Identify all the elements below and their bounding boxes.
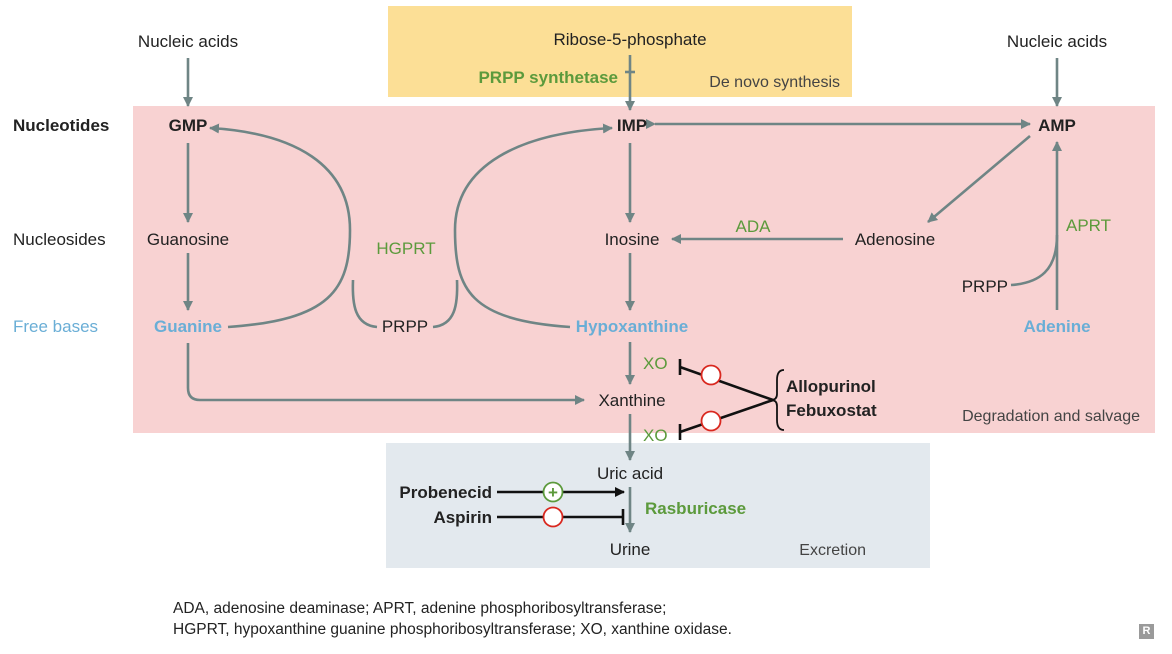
aprt-label: APRT xyxy=(1066,216,1111,235)
nucleic-acids-right-label: Nucleic acids xyxy=(1007,32,1107,51)
guanosine-label: Guanosine xyxy=(147,230,229,249)
prpp-synthetase-label: PRPP synthetase xyxy=(478,68,618,87)
arrow-prpp-into-aprt xyxy=(1010,234,1059,287)
xanthine-label: Xanthine xyxy=(598,391,665,410)
abbreviation-legend: ADA, adenosine deaminase; APRT, adenine … xyxy=(173,598,732,640)
prpp-right-label: PRPP xyxy=(962,277,1008,296)
amp-label: AMP xyxy=(1038,116,1076,135)
imp-label: IMP xyxy=(617,116,647,135)
ada-label: ADA xyxy=(736,217,772,236)
legend-line-1: ADA, adenosine deaminase; APRT, adenine … xyxy=(173,600,667,617)
prpp-center-label: PRPP xyxy=(382,317,428,336)
arrow-guanine-to-xanthine xyxy=(186,343,585,405)
hgprt-curve-prpp-right xyxy=(432,279,459,329)
aspirin-inhibit-circle xyxy=(542,506,564,528)
xo-bottom-inhibit-line xyxy=(679,398,774,434)
row-label-nucleosides: Nucleosides xyxy=(13,230,106,249)
guanine-label: Guanine xyxy=(154,317,222,336)
salvage-region xyxy=(133,106,1155,433)
hypoxanthine-label: Hypoxanthine xyxy=(576,317,688,336)
xo-top-inhibit-line xyxy=(679,365,774,402)
ribose-5-phosphate-label: Ribose-5-phosphate xyxy=(553,30,706,49)
de-novo-region xyxy=(388,6,852,97)
hgprt-label: HGPRT xyxy=(376,239,435,258)
urine-label: Urine xyxy=(610,540,651,559)
rasburicase-label: Rasburicase xyxy=(645,499,746,518)
probenecid-plus-circle xyxy=(542,481,564,503)
row-label-nucleotides: Nucleotides xyxy=(13,116,109,135)
febuxostat-label: Febuxostat xyxy=(786,401,877,420)
allopurinol-febuxostat-brace xyxy=(770,369,785,431)
de-novo-synthesis-label: De novo synthesis xyxy=(709,74,840,91)
row-label-free-bases: Free bases xyxy=(13,317,98,336)
adenine-label: Adenine xyxy=(1023,317,1090,336)
xo-top-inhibit-circle xyxy=(700,364,722,386)
xo-bottom-label: XO xyxy=(643,426,668,445)
probenecid-label: Probenecid xyxy=(399,483,492,502)
degradation-salvage-label: Degradation and salvage xyxy=(962,408,1140,425)
allopurinol-label: Allopurinol xyxy=(786,377,876,396)
uric-acid-label: Uric acid xyxy=(597,464,663,483)
nucleic-acids-left-label: Nucleic acids xyxy=(138,32,238,51)
inosine-label: Inosine xyxy=(605,230,660,249)
aspirin-label: Aspirin xyxy=(433,508,492,527)
legend-line-2: HGPRT, hypoxanthine guanine phosphoribos… xyxy=(173,621,732,638)
gmp-label: GMP xyxy=(169,116,208,135)
arrow-amp-to-adenosine xyxy=(927,135,1031,223)
excretion-region xyxy=(386,443,930,568)
hgprt-curve-prpp-left xyxy=(351,279,378,329)
excretion-label: Excretion xyxy=(799,542,866,559)
probenecid-plus-sign: + xyxy=(548,483,558,502)
xo-bottom-inhibit-circle xyxy=(700,410,722,432)
adenosine-label: Adenosine xyxy=(855,230,935,249)
hgprt-curve-hypoxanthine-to-imp xyxy=(453,123,613,329)
rx-badge-icon: R xyxy=(1139,624,1154,639)
xo-top-label: XO xyxy=(643,354,668,373)
hgprt-curve-guanine-to-gmp xyxy=(209,123,352,329)
